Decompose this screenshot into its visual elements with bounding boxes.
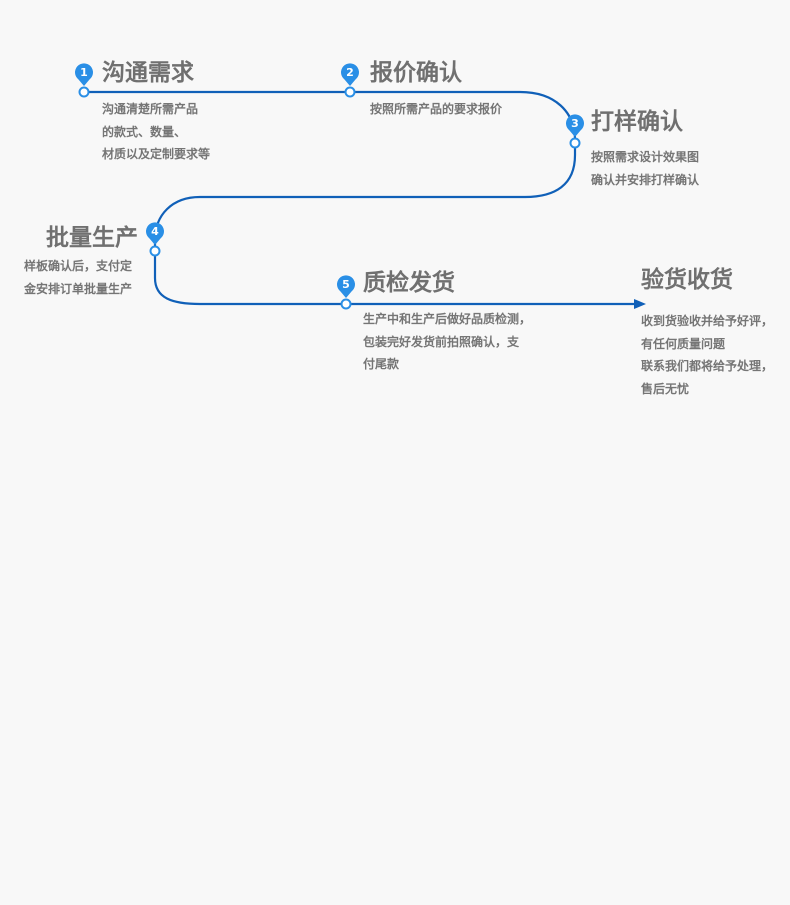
step-3-desc-line: 确认并安排打样确认 (591, 172, 700, 187)
step-2-description: 按照所需产品的要求报价 (370, 98, 502, 121)
step-5-pin-icon (336, 275, 355, 298)
step-6-desc-line: 联系我们都将给予处理， (641, 359, 774, 373)
flow-arrowhead (634, 299, 646, 309)
step-4-marker: 4 (146, 222, 164, 257)
step-3-description: 按照需求设计效果图 确认并安排打样确认 (591, 146, 699, 191)
step-3-desc-line: 按照需求设计效果图 (591, 150, 700, 164)
step-3-marker: 3 (566, 114, 584, 149)
step-4-description: 样板确认后，支付定 金安排订单批量生产 (24, 255, 132, 300)
step-4-title: 批量生产 (46, 225, 138, 251)
step-1-description: 沟通清楚所需产品 的款式、数量、 材质以及定制要求等 (102, 98, 210, 166)
step-5-marker: 5 (336, 275, 355, 310)
step-5-desc-line: 包装完好发货前拍照确认，支 (363, 334, 520, 349)
step-1-desc-line: 材质以及定制要求等 (102, 147, 211, 161)
step-6-desc-line: 有任何质量问题 (641, 336, 726, 351)
step-2-number: 2 (346, 66, 354, 79)
step-4-number: 4 (151, 225, 159, 238)
step-3-number: 3 (571, 117, 579, 130)
step-4-pin-icon (146, 222, 164, 245)
step-3-title: 打样确认 (591, 109, 683, 135)
step-6-desc-line: 售后无忧 (641, 381, 690, 396)
step-1-pin-icon (75, 63, 94, 86)
step-4-desc-line: 样板确认后，支付定 (24, 259, 133, 273)
step-2-desc-line: 按照所需产品的要求报价 (370, 102, 503, 116)
step-1-desc-line: 沟通清楚所需产品 (102, 102, 199, 116)
step-2-marker: 2 (341, 63, 360, 98)
step-5-title: 质检发货 (363, 270, 455, 296)
step-1-title: 沟通需求 (102, 60, 194, 86)
step-6-description: 收到货验收并给予好评， 有任何质量问题 联系我们都将给予处理， 售后无忧 (641, 310, 773, 400)
step-1-number: 1 (80, 66, 88, 79)
step-2-pin-icon (341, 63, 360, 86)
step-5-description: 生产中和生产后做好品质检测， 包装完好发货前拍照确认，支 付尾款 (363, 308, 531, 376)
step-6-title: 验货收货 (641, 267, 733, 293)
step-1-marker: 1 (75, 63, 94, 98)
step-5-number: 5 (342, 278, 350, 291)
step-2-title: 报价确认 (370, 60, 462, 86)
step-6-desc-line: 收到货验收并给予好评， (641, 314, 774, 328)
step-4-desc-line: 金安排订单批量生产 (24, 281, 133, 296)
step-4-node (149, 245, 161, 257)
step-5-node (340, 298, 352, 310)
step-5-desc-line: 付尾款 (363, 357, 400, 371)
step-1-node (78, 86, 90, 98)
step-3-pin-icon (566, 114, 584, 137)
step-2-node (344, 86, 356, 98)
step-5-desc-line: 生产中和生产后做好品质检测， (363, 312, 532, 326)
step-3-node (569, 137, 581, 149)
step-1-desc-line: 的款式、数量、 (102, 124, 187, 139)
flow-path (82, 90, 636, 306)
